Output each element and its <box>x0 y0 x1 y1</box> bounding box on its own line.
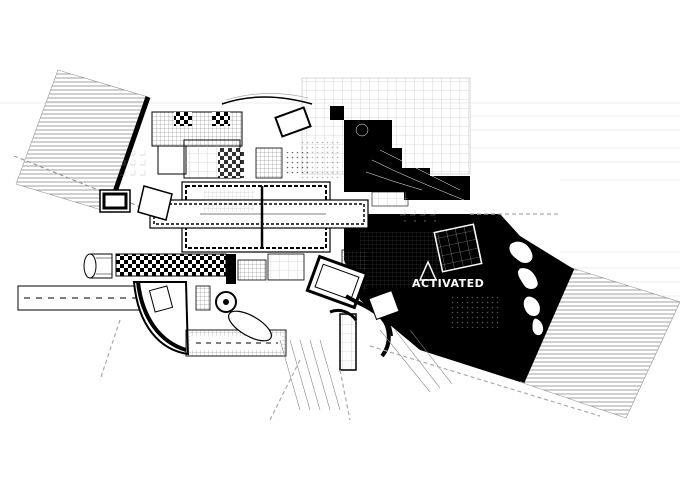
hatched-zones <box>279 329 453 411</box>
tilted-square <box>433 223 483 273</box>
dashed-diagonals <box>99 213 601 421</box>
contour-lines <box>355 123 465 201</box>
wheel-element <box>215 291 272 342</box>
organic-blobs <box>508 240 545 337</box>
cylinder-element <box>83 253 113 279</box>
checker-strip <box>115 253 305 284</box>
top-arc <box>221 93 313 105</box>
grid-column <box>339 313 357 371</box>
dotted-fields <box>300 140 500 328</box>
triangle-mark <box>418 260 438 281</box>
lower-left-curve <box>132 281 190 356</box>
activated-label: ACTIVATED <box>412 277 484 290</box>
left-road <box>17 285 147 311</box>
right-striped-slab <box>519 266 680 419</box>
small-tilted-box <box>368 289 400 321</box>
tilted-box-top <box>274 106 312 138</box>
upper-left-fragments <box>99 111 244 221</box>
grid-patches <box>120 150 409 311</box>
tilted-frame <box>305 254 369 310</box>
main-building <box>149 181 369 253</box>
